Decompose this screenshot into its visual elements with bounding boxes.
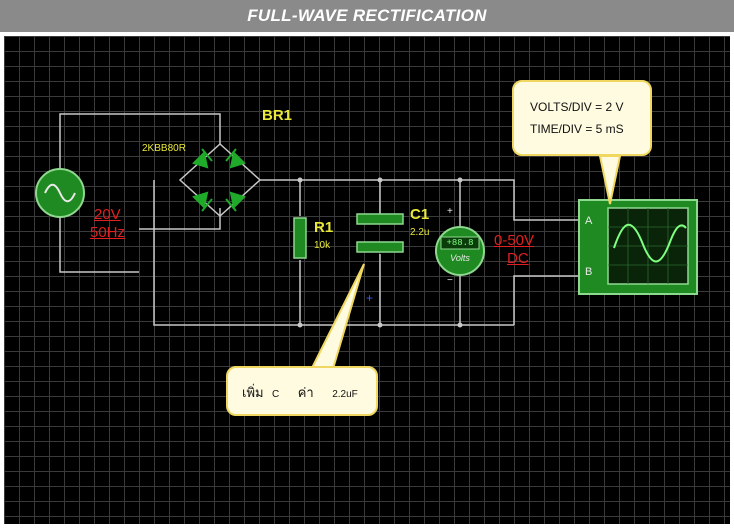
resistor-r1 [293,217,307,259]
resistor-ref: R1 [314,219,334,236]
wire-bridge-bottom [139,208,221,230]
voltmeter-minus: − [447,275,453,286]
bridge-ref: BR1 [262,107,293,124]
voltmeter-plus: + [447,206,453,217]
capacitor-ref: C1 [410,206,430,223]
note-word-c: C [272,389,280,400]
note-word-cap: 2.2uF [332,389,358,400]
capacitor-plate-top [356,213,404,225]
schematic-drawing: + [35,113,698,373]
note-word-add: เพิ่ม [242,385,264,400]
sine-icon [44,183,76,203]
page-title: FULL-WAVE RECTIFICATION [0,0,734,32]
volts-div-text: VOLTS/DIV = 2 V [530,100,624,114]
capacitor-plate-bottom [356,241,404,253]
scope-channel-b: B [585,266,593,278]
voltmeter[interactable] [435,226,485,276]
svg-text:+: + [366,291,373,305]
scope-channel-a: A [585,215,593,227]
schematic-canvas[interactable]: + BR1 2KBB80R 20V 50Hz R1 10k C1 2.2u + … [4,36,730,524]
time-div-text: TIME/DIV = 5 mS [530,122,624,136]
output-type: DC [507,250,529,267]
voltmeter-display: +88.8 [446,238,474,248]
wire-bottom-left [59,217,139,273]
wire-ground [153,180,514,326]
wire-scope-b [513,275,579,325]
voltmeter-unit: Volts [450,253,470,263]
scope-settings-callout: VOLTS/DIV = 2 V TIME/DIV = 5 mS [512,80,652,156]
note-word-value: ค่า [297,385,314,400]
source-frequency: 50Hz [90,224,126,241]
capacitor-value: 2.2u [410,227,430,238]
output-range: 0-50V [494,232,535,249]
bridge-rectifier[interactable] [178,142,262,218]
resistor-value: 10k [314,240,331,251]
oscilloscope[interactable] [578,199,698,295]
ac-source[interactable] [35,168,85,218]
wire-top-left [59,113,221,169]
junctions [297,177,463,328]
waveform-icon [613,223,687,263]
source-voltage: 20V [94,206,121,223]
capacitor-note-callout: เพิ่ม C ค่า 2.2uF [226,366,378,416]
wire-positive [260,179,579,221]
bridge-part: 2KBB80R [142,143,186,154]
